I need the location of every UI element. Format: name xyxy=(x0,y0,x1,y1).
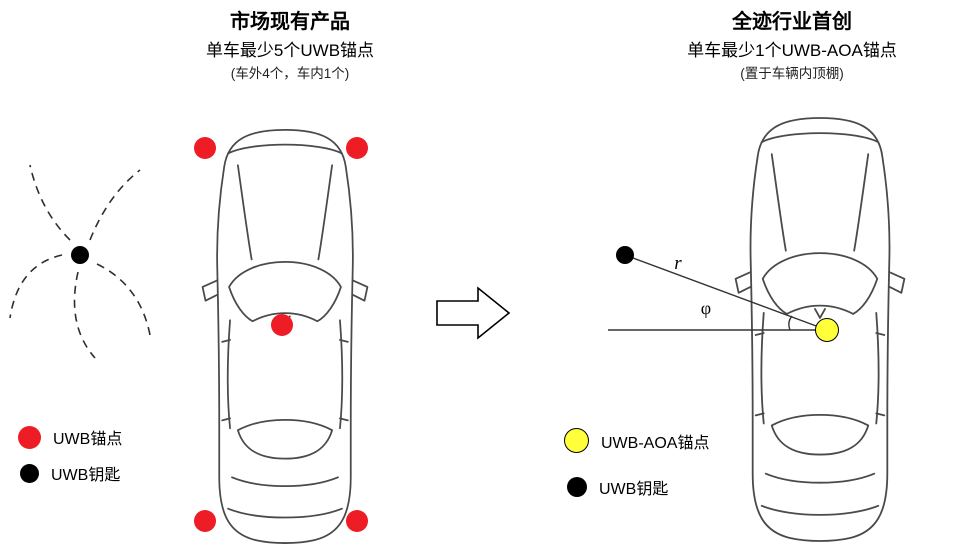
right-panel-header: 全迹行业首创 单车最少1个UWB-AOA锚点 (置于车辆内顶棚) xyxy=(622,10,956,83)
uwb-anchor-legend-label: UWB锚点 xyxy=(53,431,123,448)
uwb-anchor-dot-rear-left xyxy=(194,510,216,532)
uwb-key-legend-label-right: UWB钥匙 xyxy=(599,481,669,498)
right-legend: UWB-AOA锚点 UWB钥匙 xyxy=(564,428,709,499)
uwb-key-legend-icon xyxy=(20,463,39,483)
uwb-anchor-dot-rear-right xyxy=(346,510,368,532)
left-legend: UWB锚点 UWB钥匙 xyxy=(18,425,122,485)
legend-item-uwb-key-right: UWB钥匙 xyxy=(564,475,709,499)
radius-line xyxy=(624,254,828,331)
uwb-aoa-anchor-dot xyxy=(815,318,839,342)
uwb-aoa-anchor-legend-label: UWB-AOA锚点 xyxy=(601,434,710,452)
left-panel-subtitle: 单车最少5个UWB锚点 xyxy=(205,41,375,60)
uwb-key-dot-left xyxy=(71,246,89,264)
uwb-anchor-legend-icon xyxy=(18,425,41,449)
radius-label: r xyxy=(674,253,682,274)
left-panel-header: 市场现有产品 单车最少5个UWB锚点 (车外4个，车内1个) xyxy=(120,10,460,83)
uwb-key-legend-label: UWB钥匙 xyxy=(51,467,121,484)
left-panel-note: (车外4个，车内1个) xyxy=(230,66,350,82)
legend-item-uwb-aoa-anchor: UWB-AOA锚点 xyxy=(564,428,709,453)
right-panel-title: 全迹行业首创 xyxy=(732,11,852,33)
right-panel-subtitle: 单车最少1个UWB-AOA锚点 xyxy=(687,41,897,60)
uwb-anchor-dot-front-right xyxy=(346,137,368,159)
uwb-aoa-anchor-legend-icon xyxy=(564,428,589,453)
uwb-anchor-dot-front-left xyxy=(194,137,216,159)
uwb-anchor-dot-interior xyxy=(271,314,293,336)
uwb-key-legend-icon-right xyxy=(567,477,587,497)
legend-item-uwb-anchor: UWB锚点 xyxy=(18,425,122,449)
right-panel-note: (置于车辆内顶棚) xyxy=(740,66,844,82)
uwb-key-dot-right xyxy=(616,246,634,264)
legend-item-uwb-key: UWB钥匙 xyxy=(18,461,122,485)
angle-label: φ xyxy=(701,298,711,318)
left-panel-title: 市场现有产品 xyxy=(230,11,350,33)
uwb-signal-arcs xyxy=(9,164,151,359)
aoa-measurement-lines: r φ xyxy=(608,253,828,331)
angle-arc xyxy=(788,315,793,331)
transition-arrow-icon xyxy=(436,286,511,340)
